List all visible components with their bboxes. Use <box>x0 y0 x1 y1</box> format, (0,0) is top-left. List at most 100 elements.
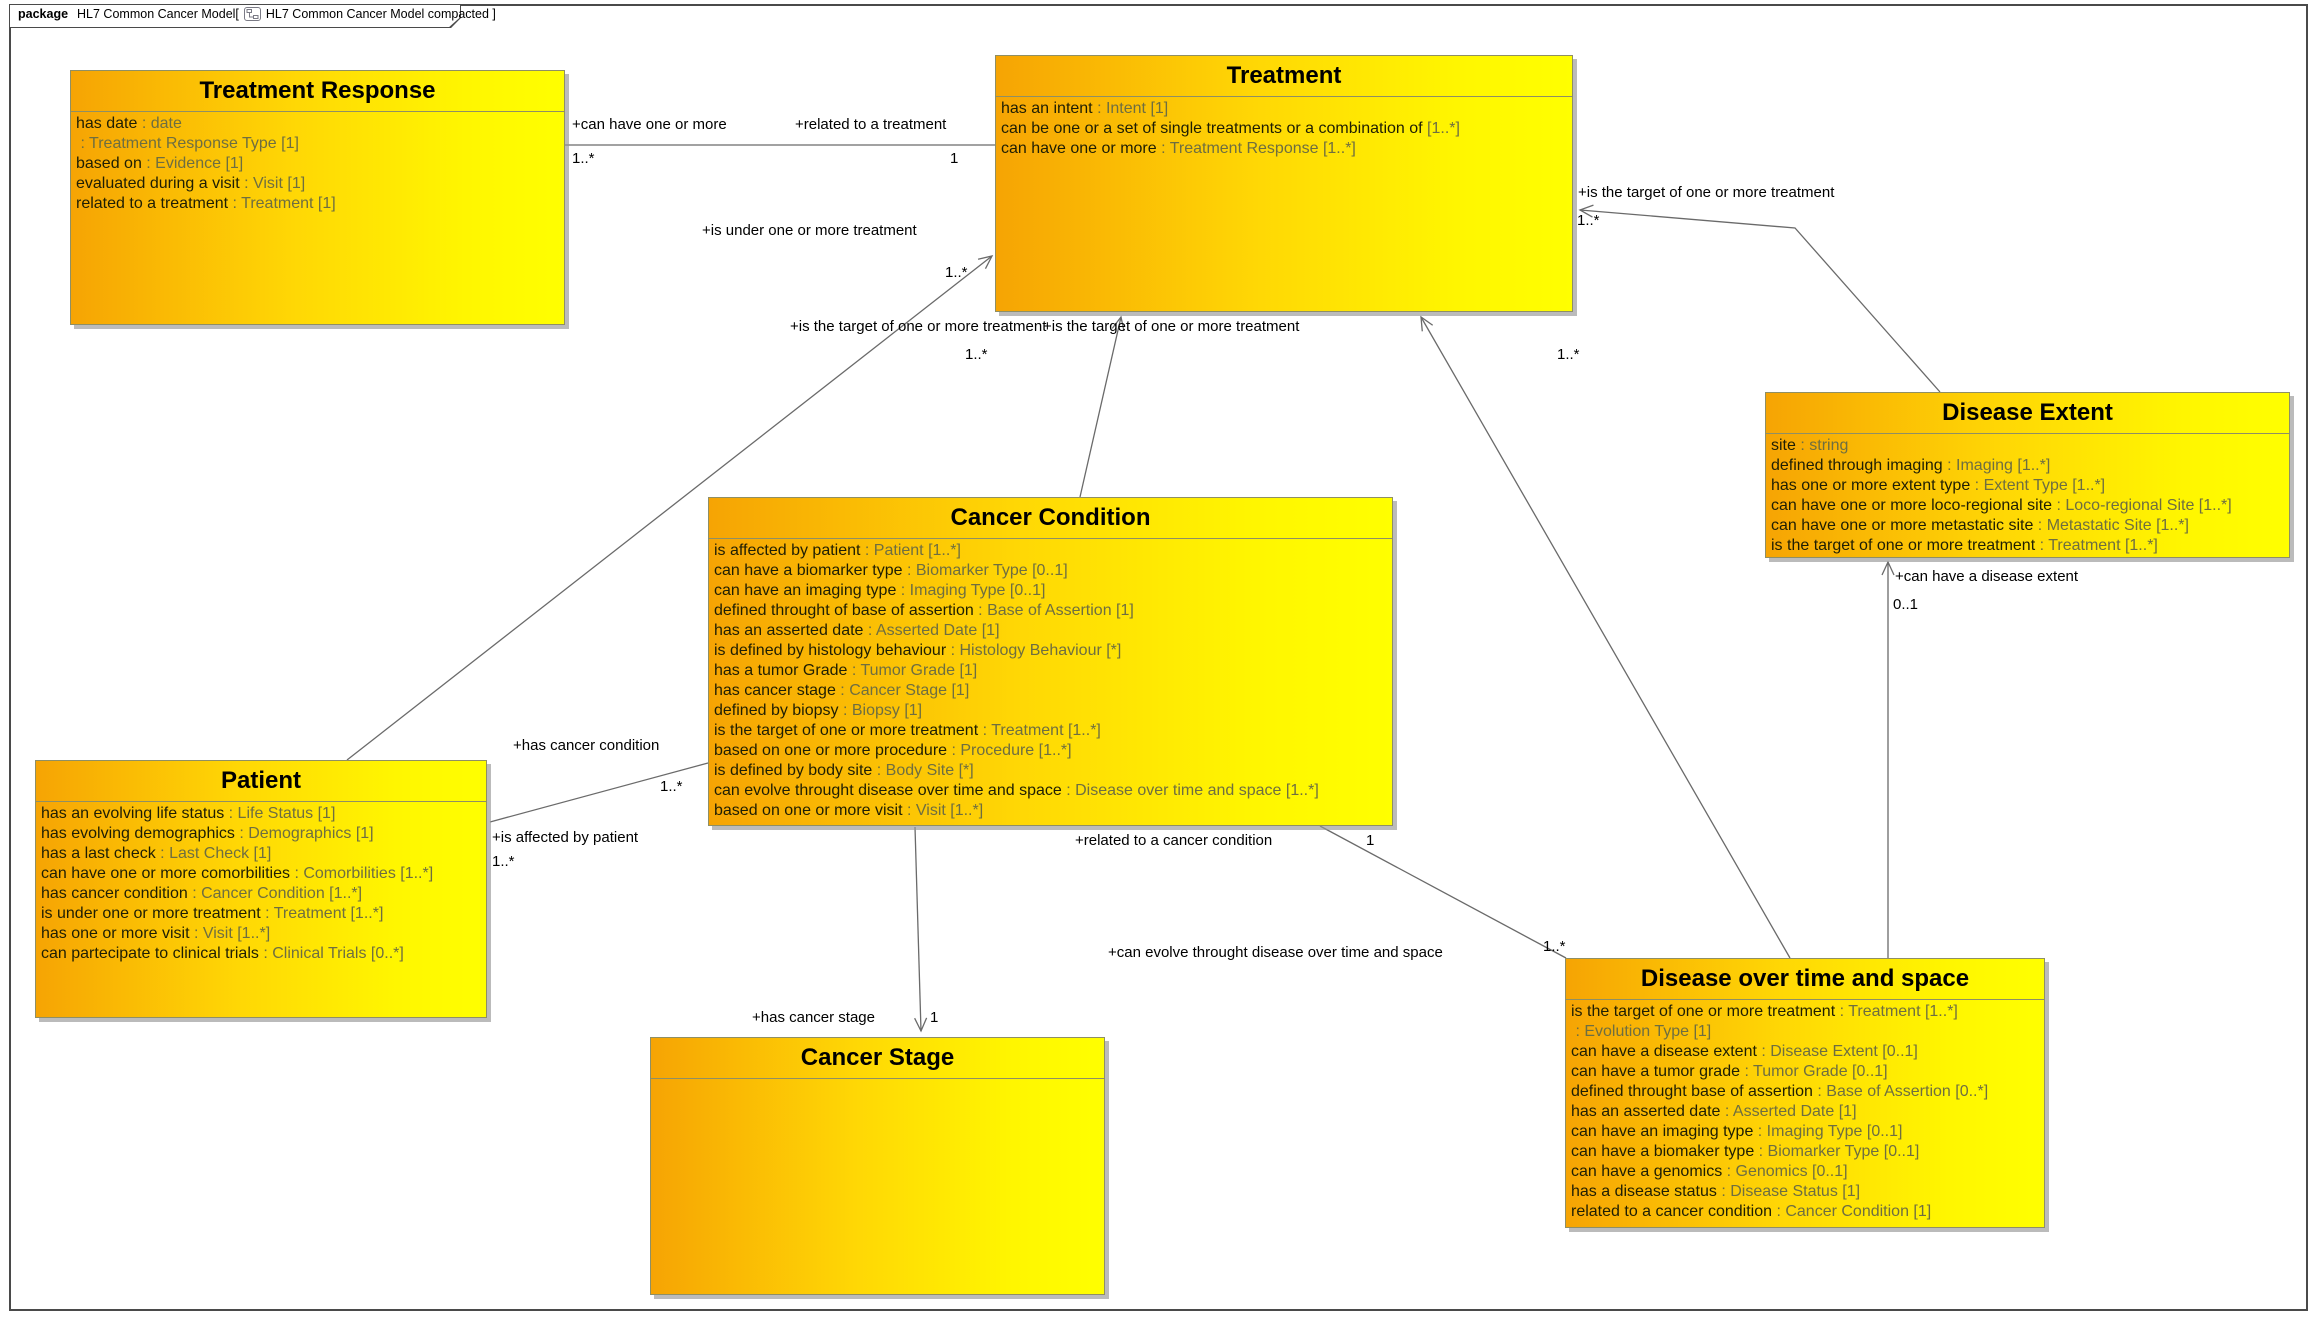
class-attribute: has an evolving life status : Life Statu… <box>41 805 336 822</box>
multiplicity-label: 1..* <box>572 150 595 167</box>
class-attribute: is defined by histology behaviour : Hist… <box>714 642 1122 659</box>
class-title: Cancer Condition <box>709 498 1392 539</box>
class-title: Patient <box>36 761 486 802</box>
class-attribute: can have a tumor grade : Tumor Grade [0.… <box>1571 1063 1888 1080</box>
class-attribute: has date : date <box>76 115 182 132</box>
class-attribute: can be one or a set of single treatments… <box>1001 120 1460 137</box>
class-attribute: can have a biomaker type : Biomarker Typ… <box>1571 1143 1920 1160</box>
role-label: +related to a cancer condition <box>1075 832 1273 849</box>
multiplicity-label: 1..* <box>1543 938 1566 955</box>
class-attribute-list <box>651 1079 1104 1081</box>
class-attribute: can have one or more loco-regional site … <box>1771 497 2232 514</box>
class-attribute: can have one or more comorbilities : Com… <box>41 865 434 882</box>
package-tab-text: package HL7 Common Cancer Model[ HL7 Com… <box>18 7 496 21</box>
class-attribute: : Evolution Type [1] <box>1571 1023 1712 1040</box>
multiplicity-label: 1 <box>950 150 959 167</box>
class-attribute: has an intent : Intent [1] <box>1001 100 1169 117</box>
association-disease-extent-treatment[interactable] <box>1578 204 1941 393</box>
class-attribute: can partecipate to clinical trials : Cli… <box>41 945 404 962</box>
diagram-icon <box>243 7 261 21</box>
class-attribute: can evolve throught disease over time an… <box>714 782 1319 799</box>
multiplicity-label: 1..* <box>945 264 968 281</box>
class-attribute: based on one or more visit : Visit [1..*… <box>714 802 984 819</box>
role-label: +is the target of one or more treatment <box>790 318 1047 335</box>
package-diagram-name: HL7 Common Cancer Model compacted ] <box>265 7 496 21</box>
class-attribute-list: has an evolving life status : Life Statu… <box>36 802 486 964</box>
class-attribute: : Treatment Response Type [1] <box>76 135 299 152</box>
multiplicity-label: 1..* <box>1557 346 1580 363</box>
package-tab-face <box>10 5 460 27</box>
class-attribute: can have an imaging type : Imaging Type … <box>1571 1123 1903 1140</box>
class-attribute: related to a treatment : Treatment [1] <box>76 195 336 212</box>
class-attribute: related to a cancer condition : Cancer C… <box>1571 1203 1932 1220</box>
class-attribute: has cancer stage : Cancer Stage [1] <box>714 682 970 699</box>
class-attribute-list: is the target of one or more treatment :… <box>1566 1000 2044 1222</box>
association-cancer-condition-cancer-stage[interactable] <box>914 826 928 1033</box>
class-title: Treatment <box>996 56 1572 97</box>
class-attribute: can have one or more : Treatment Respons… <box>1001 140 1356 157</box>
class-attribute: has cancer condition : Cancer Condition … <box>41 885 363 902</box>
role-label: +has cancer stage <box>752 1009 875 1026</box>
class-attribute-list: has an intent : Intent [1] can be one or … <box>996 97 1572 159</box>
class-title: Disease Extent <box>1766 393 2289 434</box>
class-attribute: based on one or more procedure : Procedu… <box>714 742 1072 759</box>
multiplicity-label: 1..* <box>1577 212 1600 229</box>
package-frame <box>9 4 2308 1311</box>
role-label: +can evolve throught disease over time a… <box>1108 944 1443 961</box>
class-attribute: has one or more extent type : Extent Typ… <box>1771 477 2106 494</box>
class-box-patient[interactable]: Patient has an evolving life status : Li… <box>35 760 487 1018</box>
role-label: +is the target of one or more treatment <box>1578 184 1835 201</box>
multiplicity-label: 1 <box>1366 832 1375 849</box>
role-label: +can have one or more <box>572 116 727 133</box>
class-title: Disease over time and space <box>1566 959 2044 1000</box>
package-tab <box>9 4 461 28</box>
package-keyword: package <box>18 7 69 21</box>
association-patient-cancer-condition[interactable] <box>489 762 709 823</box>
class-attribute-list: is affected by patient : Patient [1..*] c… <box>709 539 1392 821</box>
class-attribute: is defined by body site : Body Site [*] <box>714 762 974 779</box>
role-label: +has cancer condition <box>513 737 660 754</box>
class-box-treatment-response[interactable]: Treatment Response has date : date : Tre… <box>70 70 565 325</box>
role-label: +is affected by patient <box>492 829 639 846</box>
class-attribute-list: has date : date : Treatment Response Typ… <box>71 112 564 214</box>
class-attribute: can have a biomarker type : Biomarker Ty… <box>714 562 1068 579</box>
multiplicity-label: 1 <box>930 1009 939 1026</box>
class-attribute: site : string <box>1771 437 1849 454</box>
role-label: +is under one or more treatment <box>702 222 917 239</box>
class-title: Cancer Stage <box>651 1038 1104 1079</box>
class-attribute: evaluated during a visit : Visit [1] <box>76 175 306 192</box>
class-box-disease-extent[interactable]: Disease Extent site : string defined thro… <box>1765 392 2290 558</box>
association-disease-over-time-treatment[interactable] <box>1420 315 1791 959</box>
class-attribute: can have an imaging type : Imaging Type … <box>714 582 1046 599</box>
multiplicity-label: 1..* <box>492 853 515 870</box>
class-box-treatment[interactable]: Treatment has an intent : Intent [1] can … <box>995 55 1573 312</box>
class-box-cancer-stage[interactable]: Cancer Stage <box>650 1037 1105 1295</box>
association-patient-treatment[interactable] <box>346 255 994 761</box>
multiplicity-label: 1..* <box>965 346 988 363</box>
class-attribute: based on : Evidence [1] <box>76 155 244 172</box>
class-attribute: defined by biopsy : Biopsy [1] <box>714 702 923 719</box>
class-attribute: is the target of one or more treatment :… <box>714 722 1101 739</box>
class-attribute: can have a disease extent : Disease Exte… <box>1571 1043 1918 1060</box>
class-attribute-list: site : string defined through imaging : I… <box>1766 434 2289 556</box>
class-attribute: is affected by patient : Patient [1..*] <box>714 542 961 559</box>
package-name: HL7 Common Cancer Model[ <box>77 7 239 21</box>
class-attribute: has one or more visit : Visit [1..*] <box>41 925 271 942</box>
class-attribute: defined throught of base of assertion : … <box>714 602 1134 619</box>
association-cancer-condition-treatment[interactable] <box>1079 315 1125 498</box>
multiplicity-label: 0..1 <box>1893 596 1919 613</box>
role-label: +can have a disease extent <box>1895 568 2079 585</box>
class-attribute: has an asserted date : Asserted Date [1] <box>1571 1103 1857 1120</box>
role-label: +is the target of one or more treatment <box>1043 318 1300 335</box>
class-attribute: has an asserted date : Asserted Date [1] <box>714 622 1000 639</box>
class-attribute: defined through imaging : Imaging [1..*] <box>1771 457 2051 474</box>
class-title: Treatment Response <box>71 71 564 112</box>
class-attribute: is the target of one or more treatment :… <box>1771 537 2158 554</box>
class-attribute: has a last check : Last Check [1] <box>41 845 272 862</box>
association-cancer-condition-disease-over-time[interactable] <box>1319 825 1567 959</box>
class-box-disease-over-time-and-space[interactable]: Disease over time and space is the targe… <box>1565 958 2045 1228</box>
class-attribute: has a tumor Grade : Tumor Grade [1] <box>714 662 978 679</box>
class-box-cancer-condition[interactable]: Cancer Condition is affected by patient … <box>708 497 1393 826</box>
